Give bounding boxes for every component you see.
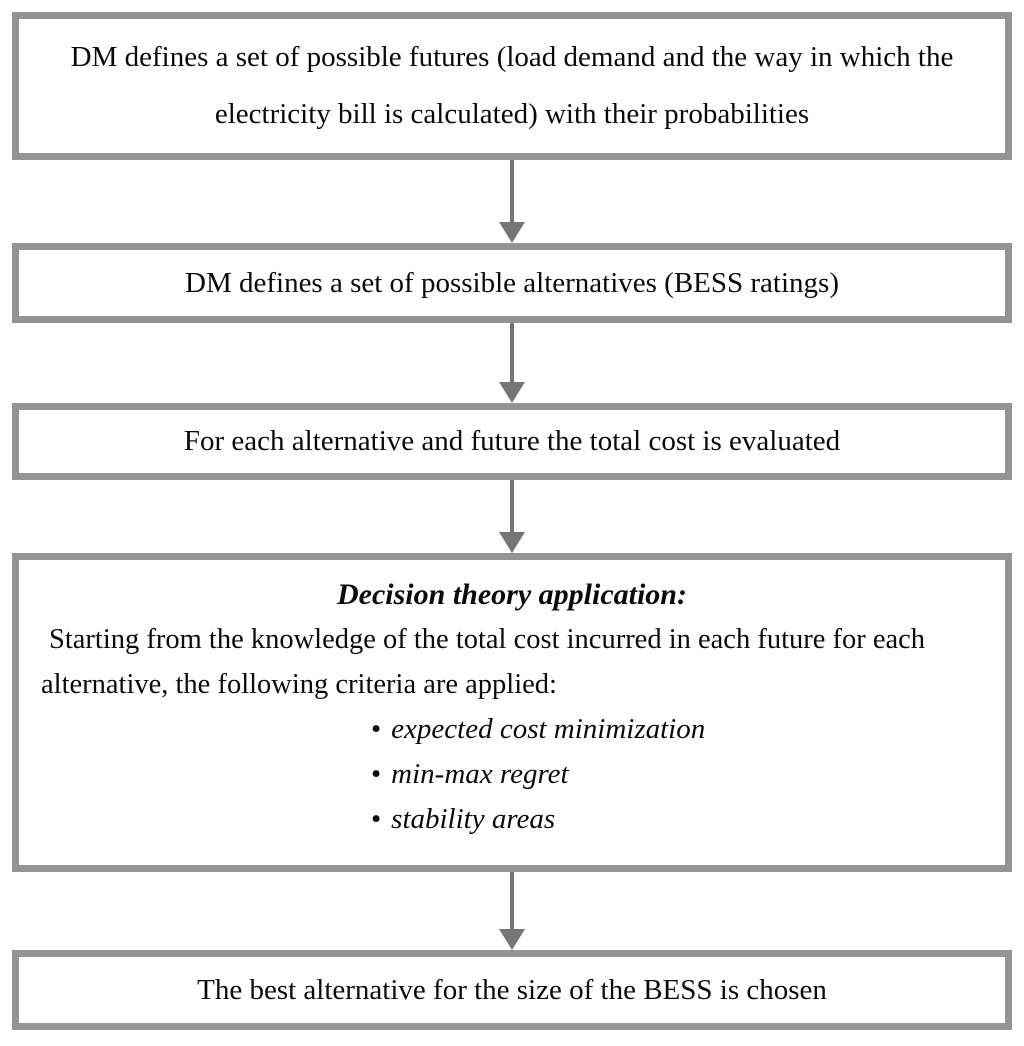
flow-box-define-futures: DM defines a set of possible futures (lo…: [12, 12, 1012, 160]
decision-criteria-list: • expected cost minimization • min-max reg…: [371, 707, 983, 842]
flow-box-decision-theory: Decision theory application: Starting fr…: [12, 553, 1012, 872]
decision-theory-title: Decision theory application:: [337, 578, 687, 611]
criterion-min-max-regret: • min-max regret: [371, 752, 983, 797]
arrow-head-icon: [499, 382, 525, 403]
bullet-icon: •: [371, 758, 382, 790]
criterion-stability-areas-text: stability areas: [391, 803, 556, 835]
flow-box-evaluate-cost: For each alternative and future the tota…: [12, 403, 1012, 480]
arrow-shaft: [510, 480, 514, 532]
criterion-stability-areas: • stability areas: [371, 797, 983, 842]
down-arrow-2: [0, 323, 1024, 403]
arrow-shaft: [510, 323, 514, 382]
flow-box-define-alternatives-text: DM defines a set of possible alternative…: [185, 266, 839, 299]
flow-box-best-alternative-text: The best alternative for the size of the…: [197, 973, 827, 1006]
flow-box-define-futures-text: DM defines a set of possible futures (lo…: [70, 41, 954, 130]
arrow-head-icon: [499, 222, 525, 243]
flow-box-best-alternative: The best alternative for the size of the…: [12, 950, 1012, 1030]
bullet-icon: •: [371, 713, 382, 745]
arrow-shaft: [510, 160, 514, 222]
criterion-min-max-regret-text: min-max regret: [391, 758, 569, 790]
criterion-expected-cost-text: expected cost minimization: [391, 713, 706, 745]
down-arrow-1: [0, 160, 1024, 243]
arrow-head-icon: [499, 929, 525, 950]
criterion-expected-cost: • expected cost minimization: [371, 707, 983, 752]
arrow-shaft: [510, 872, 514, 929]
decision-theory-body: Starting from the knowledge of the total…: [41, 624, 926, 700]
bullet-icon: •: [371, 803, 382, 835]
down-arrow-3: [0, 480, 1024, 553]
flow-box-define-alternatives: DM defines a set of possible alternative…: [12, 243, 1012, 323]
arrow-head-icon: [499, 532, 525, 553]
flow-box-evaluate-cost-text: For each alternative and future the tota…: [183, 425, 841, 458]
down-arrow-4: [0, 872, 1024, 950]
